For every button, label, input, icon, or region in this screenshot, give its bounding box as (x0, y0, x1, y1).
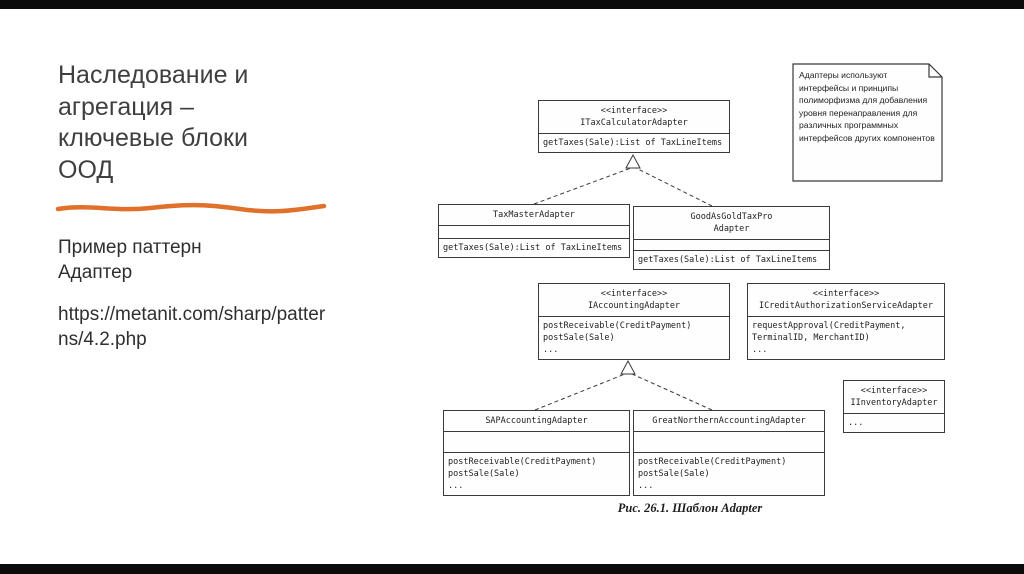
method: ... (543, 345, 559, 355)
realization-line-goodasgold (635, 167, 713, 207)
class-attributes-empty (634, 432, 824, 453)
realization-line-greatnorthern (631, 373, 713, 411)
note-text: Адаптеры используют интерфейсы и принцип… (799, 70, 935, 143)
class-methods: postReceivable(CreditPayment) postSale(S… (634, 453, 824, 495)
class-header: <<interface>> IAccountingAdapter (539, 284, 729, 317)
figure-caption: Рис. 26.1. Шаблон Adapter (617, 501, 763, 515)
class-methods: requestApproval(CreditPayment, TerminalI… (748, 317, 944, 359)
method: postSale(Sale) (448, 469, 520, 479)
class-attributes-empty (444, 432, 629, 453)
uml-class-taxmasteradapter: TaxMasterAdapter getTaxes(Sale):List of … (438, 204, 630, 258)
method: postReceivable(CreditPayment) (448, 457, 597, 467)
uml-class-greatnorthernaccountingadapter: GreatNorthernAccountingAdapter postRecei… (633, 410, 825, 496)
class-name: GreatNorthernAccountingAdapter (652, 416, 806, 426)
method: postReceivable(CreditPayment) (543, 321, 692, 331)
uml-class-sapaccountingadapter: SAPAccountingAdapter postReceivable(Cred… (443, 410, 630, 496)
method: postSale(Sale) (543, 333, 615, 343)
method: ... (448, 481, 464, 491)
letterbox-top (0, 0, 1024, 9)
stereotype-label: <<interface>> (600, 289, 668, 299)
method: getTaxes(Sale):List of TaxLineItems (638, 255, 818, 265)
class-attributes-empty (439, 226, 629, 239)
accent-underline (55, 201, 327, 220)
uml-class-goodasgoldtaxpro-adapter: GoodAsGoldTaxPro Adapter getTaxes(Sale):… (633, 206, 830, 270)
class-methods: getTaxes(Sale):List of TaxLineItems (439, 239, 629, 257)
uml-class-iaccountingadapter: <<interface>> IAccountingAdapter postRec… (538, 283, 730, 360)
slide-title: Наследование и агрегация – ключевые блок… (58, 61, 249, 184)
realization-arrowhead-iaccounting (620, 359, 636, 375)
class-methods: getTaxes(Sale):List of TaxLineItems (634, 251, 829, 269)
class-name: IInventoryAdapter (850, 398, 938, 408)
uml-class-iinventoryadapter: <<interface>> IInventoryAdapter ... (843, 380, 945, 433)
class-name: IAccountingAdapter (587, 301, 681, 311)
class-name: GoodAsGoldTaxPro Adapter (690, 212, 773, 234)
slide-subtitle: Пример паттерн Адаптер (58, 237, 202, 283)
class-header: <<interface>> IInventoryAdapter (844, 381, 944, 414)
class-name: ITaxCalculatorAdapter (580, 118, 688, 128)
class-methods: ... (844, 414, 944, 432)
slide-link[interactable]: https://metanit.com/sharp/patterns/4.2.p… (58, 304, 326, 350)
realization-line-taxmaster (533, 167, 632, 205)
uml-class-icreditauthorizationserviceadapter: <<interface>> ICreditAuthorizationServic… (747, 283, 945, 360)
note-shape (792, 63, 943, 182)
class-header: SAPAccountingAdapter (444, 411, 629, 432)
class-header: <<interface>> ITaxCalculatorAdapter (539, 101, 729, 134)
method: getTaxes(Sale):List of TaxLineItems (543, 138, 723, 148)
class-header: TaxMasterAdapter (439, 205, 629, 226)
method: ... (638, 481, 654, 491)
method: ... (752, 345, 768, 355)
realization-arrowhead-itax (625, 153, 641, 169)
uml-class-itaxcalculatoradapter: <<interface>> ITaxCalculatorAdapter getT… (538, 100, 730, 153)
stereotype-label: <<interface>> (600, 106, 668, 116)
class-header: <<interface>> ICreditAuthorizationServic… (748, 284, 944, 317)
class-name: TaxMasterAdapter (493, 210, 575, 220)
stereotype-label: <<interface>> (860, 386, 928, 396)
method: postReceivable(CreditPayment) (638, 457, 787, 467)
class-header: GreatNorthernAccountingAdapter (634, 411, 824, 432)
method: ... (848, 418, 864, 428)
method: getTaxes(Sale):List of TaxLineItems (443, 243, 623, 253)
realization-line-sap (534, 373, 626, 411)
letterbox-bottom (0, 564, 1024, 574)
class-name: ICreditAuthorizationServiceAdapter (759, 301, 933, 311)
class-header: GoodAsGoldTaxPro Adapter (634, 207, 829, 240)
class-methods: postReceivable(CreditPayment) postSale(S… (539, 317, 729, 359)
stereotype-label: <<interface>> (812, 289, 880, 299)
class-attributes-empty (634, 240, 829, 251)
class-methods: postReceivable(CreditPayment) postSale(S… (444, 453, 629, 495)
method: postSale(Sale) (638, 469, 710, 479)
class-name: SAPAccountingAdapter (485, 416, 588, 426)
class-methods: getTaxes(Sale):List of TaxLineItems (539, 134, 729, 152)
uml-note: Адаптеры используют интерфейсы и принцип… (792, 63, 944, 182)
method: requestApproval(CreditPayment, TerminalI… (752, 321, 911, 343)
